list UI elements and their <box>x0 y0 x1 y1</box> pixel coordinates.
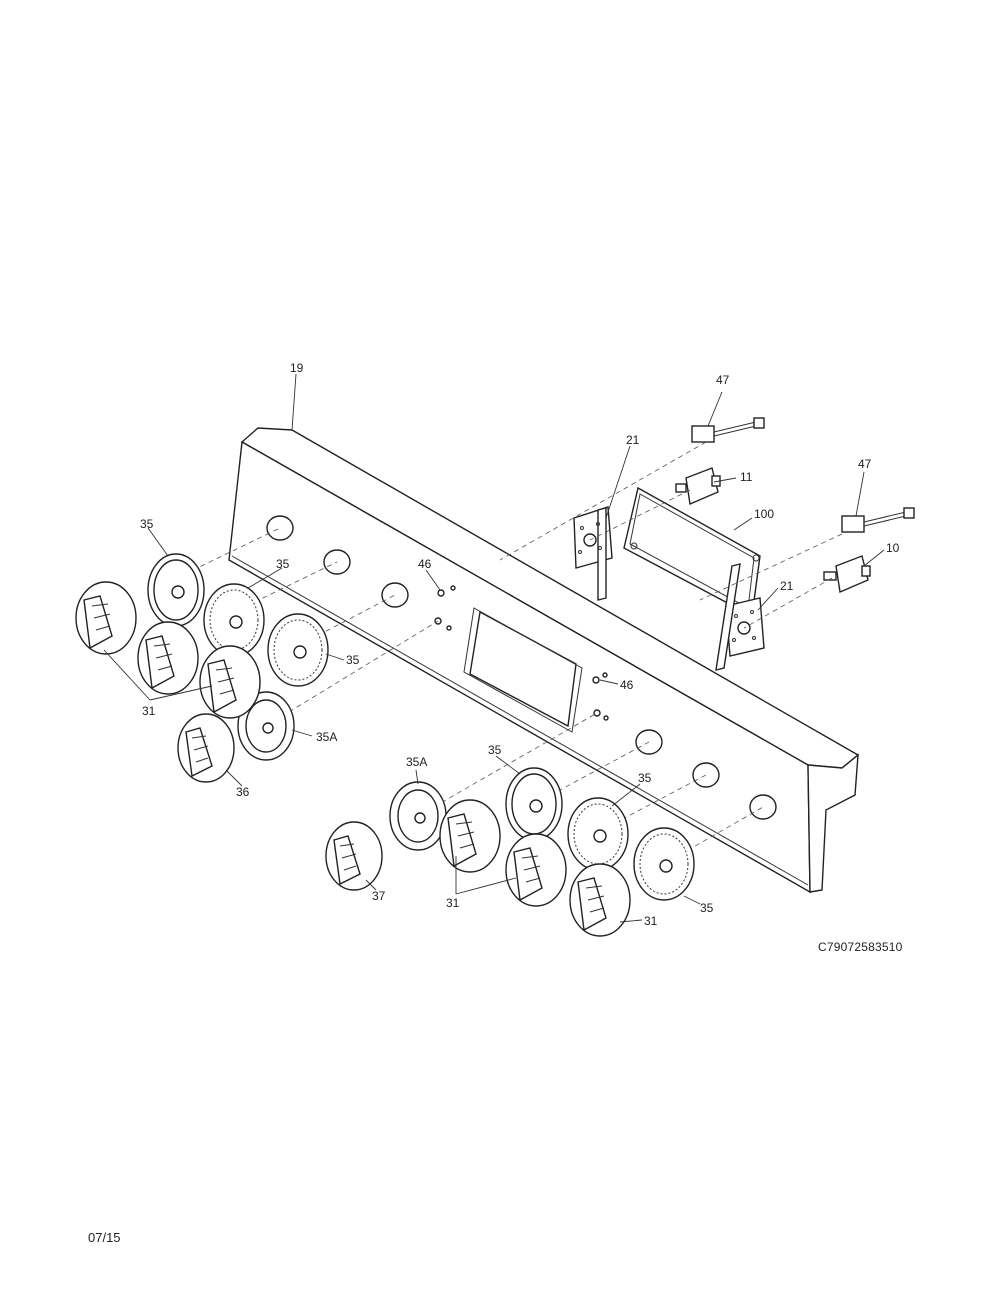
label-bracket: 21 <box>626 433 640 447</box>
control-hole <box>266 515 294 541</box>
control-knob <box>569 863 631 937</box>
wire-harness <box>691 417 765 443</box>
switch <box>823 555 871 593</box>
label-bezel: 35 <box>488 743 502 757</box>
revision-date: 07/15 <box>88 1230 121 1245</box>
bezel-ring <box>147 553 205 627</box>
bracket <box>573 506 613 601</box>
label-wire-harness: 47 <box>716 373 730 387</box>
label-panel: 19 <box>290 361 304 375</box>
label-screw: 46 <box>620 678 634 692</box>
callout-labels: 19 21 47 11 100 47 10 21 46 46 35 35 35 … <box>140 361 900 928</box>
leader-lines <box>103 373 885 923</box>
label-bezel: 35 <box>276 557 290 571</box>
label-knob: 37 <box>372 889 386 903</box>
label-screw: 46 <box>418 557 432 571</box>
label-bracket: 21 <box>780 579 794 593</box>
bezel-ring <box>633 827 695 901</box>
control-hole <box>749 794 777 820</box>
label-control-board: 100 <box>754 507 774 521</box>
bezel-ring <box>567 797 629 871</box>
switch <box>675 467 721 505</box>
control-panel <box>228 427 860 894</box>
bezel-ring <box>203 583 265 657</box>
control-board <box>623 486 761 618</box>
label-knob: 36 <box>236 785 250 799</box>
control-knob <box>75 581 137 655</box>
bezel-ring <box>505 767 563 841</box>
bezel-ring-a <box>389 781 447 851</box>
bezel-ring-a <box>237 691 295 761</box>
bezel-ring <box>267 613 329 687</box>
control-knob <box>325 821 383 891</box>
label-bezel-a: 35A <box>406 755 427 769</box>
label-bezel: 35 <box>638 771 652 785</box>
control-knob <box>177 713 235 783</box>
control-hole <box>692 762 720 788</box>
wire-harness <box>841 507 915 533</box>
label-knob: 31 <box>446 896 460 910</box>
control-knob <box>439 799 501 873</box>
control-knob <box>505 833 567 907</box>
label-switch: 10 <box>886 541 900 555</box>
label-switch: 11 <box>740 470 753 484</box>
drawing-code: C79072583510 <box>818 940 903 954</box>
control-knob <box>199 645 261 719</box>
label-bezel: 35 <box>346 653 360 667</box>
label-bezel-a: 35A <box>316 730 337 744</box>
label-wire-harness: 47 <box>858 457 872 471</box>
label-bezel: 35 <box>140 517 154 531</box>
label-knob: 31 <box>142 704 156 718</box>
control-knob <box>137 621 199 695</box>
label-knob: 31 <box>644 914 658 928</box>
label-bezel: 35 <box>700 901 714 915</box>
control-hole <box>381 582 409 608</box>
